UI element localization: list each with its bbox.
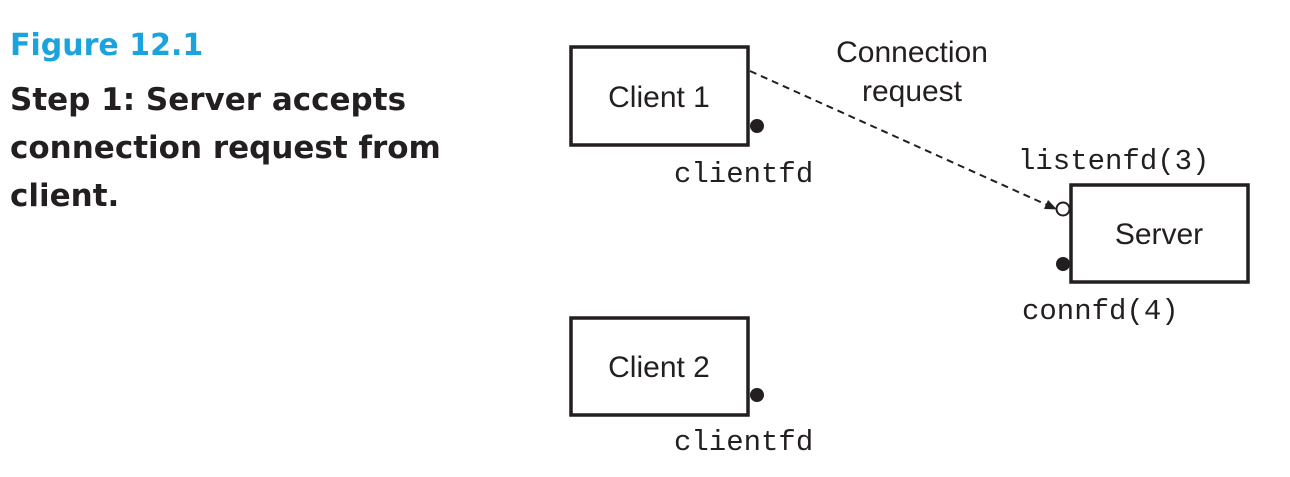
listen-descriptor: listenfd(3)	[1018, 145, 1209, 178]
server-label: Server	[1115, 218, 1203, 251]
client1-label: Client 1	[608, 81, 710, 114]
client1-node: Client 1 clientfd	[569, 45, 813, 191]
client2-node: Client 2 clientfd	[569, 316, 813, 459]
client1-socket-dot	[750, 119, 764, 133]
client2-socket-dot	[750, 388, 764, 402]
figure-label: Figure 12.1	[10, 28, 204, 63]
server-node: Server listenfd(3) connfd(4)	[1018, 145, 1250, 328]
connection-request-arrow	[749, 70, 1057, 210]
client2-descriptor: clientfd	[674, 426, 813, 459]
client1-box	[569, 45, 750, 147]
client2-box	[569, 316, 750, 417]
listen-socket-dot	[1055, 201, 1071, 217]
client2-label: Client 2	[608, 351, 710, 384]
conn-descriptor: connfd(4)	[1022, 295, 1179, 328]
client1-descriptor: clientfd	[674, 158, 813, 191]
figure-caption: Step 1: Server accepts connection reques…	[10, 82, 441, 214]
connection-request-label-line1: Connection	[836, 36, 988, 69]
server-box	[1069, 183, 1250, 284]
connection-request-label-line2: request	[862, 75, 963, 108]
conn-socket-dot	[1056, 257, 1070, 271]
